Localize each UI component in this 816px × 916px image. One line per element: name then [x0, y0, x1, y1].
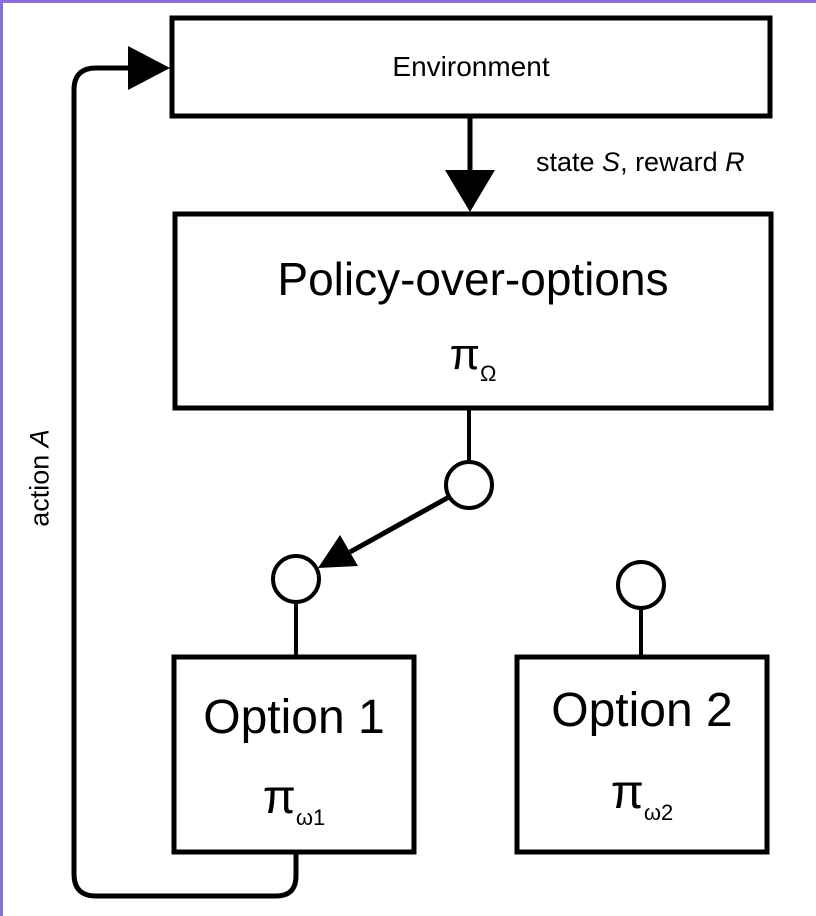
policy-pi-glyph: π	[449, 330, 480, 379]
policy-pi-subscript: Ω	[479, 361, 497, 386]
action-feedback-edge	[71, 65, 299, 899]
state-symbol: S	[602, 147, 621, 177]
environment-box	[169, 15, 773, 119]
policy-switch-node	[444, 460, 494, 510]
option-1-title: Option 1	[203, 691, 385, 744]
option-2-pi-subscript: ω2	[643, 800, 674, 825]
frame-top-border	[0, 0, 816, 3]
action-label: action A	[25, 429, 56, 527]
option-2-box	[514, 654, 770, 855]
reward-prefix-text: , reward	[620, 147, 726, 177]
option-1-pi-subscript: ω1	[295, 805, 326, 830]
option-1-box	[171, 654, 417, 855]
action-prefix-text: action	[24, 447, 55, 527]
policy-over-options-symbol: πΩ	[175, 330, 771, 387]
policy-over-options-box	[172, 211, 774, 411]
option-2-pi-glyph: π	[610, 766, 644, 819]
frame-left-border	[0, 0, 3, 916]
option-1-symbol: πω1	[174, 770, 414, 831]
option-2-title: Option 2	[551, 684, 733, 737]
action-symbol: A	[24, 429, 55, 448]
state-reward-label: state S, reward R	[536, 147, 745, 178]
option-selection-edge	[348, 494, 451, 555]
state-reward-arrowhead	[445, 170, 495, 212]
option-selection-arrowhead	[318, 535, 358, 568]
option-2-terminal-node	[616, 560, 666, 610]
state-prefix-text: state	[536, 147, 603, 177]
option-2-symbol: πω2	[517, 765, 767, 826]
environment-label: Environment	[392, 51, 550, 82]
option-1-terminal-node	[271, 554, 321, 604]
option-1-pi-glyph: π	[262, 771, 296, 824]
reward-symbol: R	[725, 147, 745, 177]
policy-over-options-title: Policy-over-options	[277, 253, 669, 305]
action-feedback-arrowhead	[128, 46, 170, 90]
